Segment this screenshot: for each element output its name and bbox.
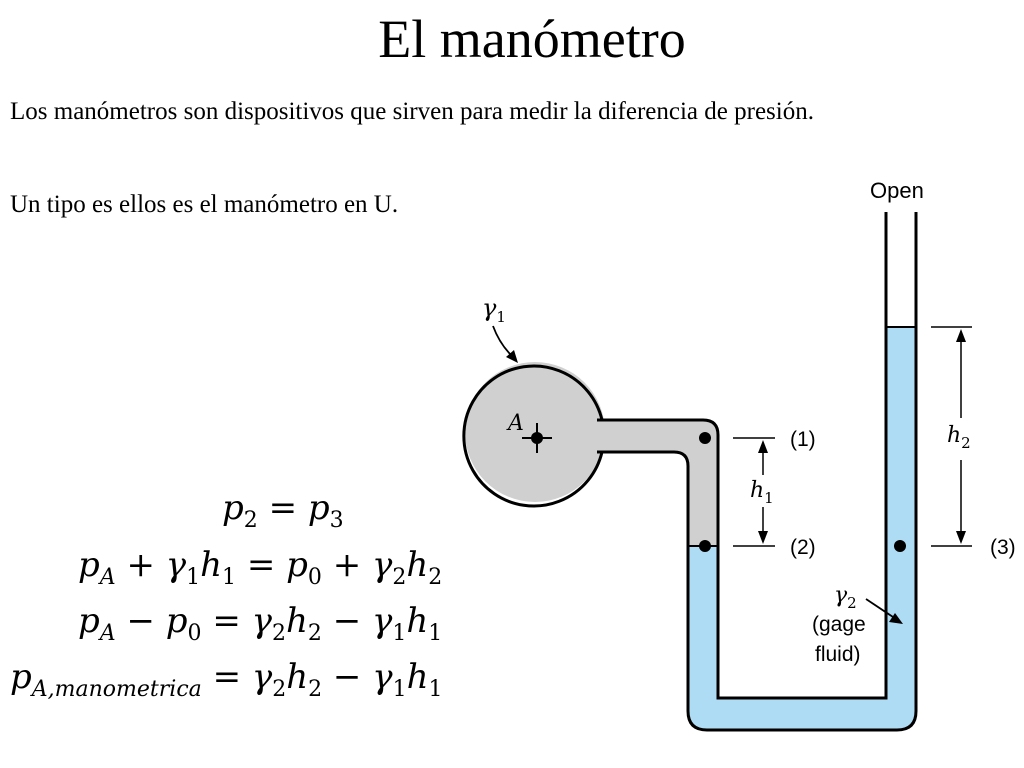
gamma1-arrowhead bbox=[506, 350, 518, 363]
reference-lines bbox=[733, 326, 972, 547]
point-1-dot bbox=[699, 432, 711, 444]
gamma2-arrowhead bbox=[889, 613, 903, 624]
gage-label-line1: (gage bbox=[812, 613, 866, 636]
point-2-dot bbox=[699, 540, 711, 552]
h1-dimension bbox=[758, 440, 768, 544]
equation-1: p2 = p3 bbox=[222, 488, 344, 533]
h2-dimension bbox=[956, 329, 966, 544]
open-label: Open bbox=[870, 178, 924, 203]
equation-3: pA − p0 = γ2h2 − γ1h1 bbox=[78, 601, 443, 646]
gage-label-line2: fluid) bbox=[815, 643, 861, 666]
slide-title: El manómetro bbox=[378, 9, 686, 69]
tube-outline bbox=[462, 212, 918, 732]
point-3-dot bbox=[894, 540, 906, 552]
h2-label: h2 bbox=[947, 423, 971, 452]
gamma2-label: γ2 bbox=[834, 583, 857, 612]
marker-2-label: (2) bbox=[790, 536, 816, 559]
paragraph-definition: Los manómetros son dispositivos que sirv… bbox=[10, 98, 814, 125]
equation-2: pA + γ1h1 = p0 + γ2h2 bbox=[78, 545, 443, 590]
paragraph-u-manometer: Un tipo es ellos es el manómetro en U. bbox=[10, 191, 399, 218]
pressure-vessel bbox=[465, 362, 605, 502]
equation-4: pA,manometrica = γ2h2 − γ1h1 bbox=[10, 657, 443, 702]
point-a-label: A bbox=[506, 411, 524, 436]
marker-1-label: (1) bbox=[790, 428, 816, 451]
h1-label: h1 bbox=[750, 478, 774, 507]
point-a-dot bbox=[531, 432, 543, 444]
marker-3-label: (3) bbox=[990, 536, 1016, 559]
gamma1-label: γ1 bbox=[482, 294, 506, 326]
gage-fluid bbox=[688, 327, 916, 730]
gamma2-arrow bbox=[865, 598, 897, 620]
